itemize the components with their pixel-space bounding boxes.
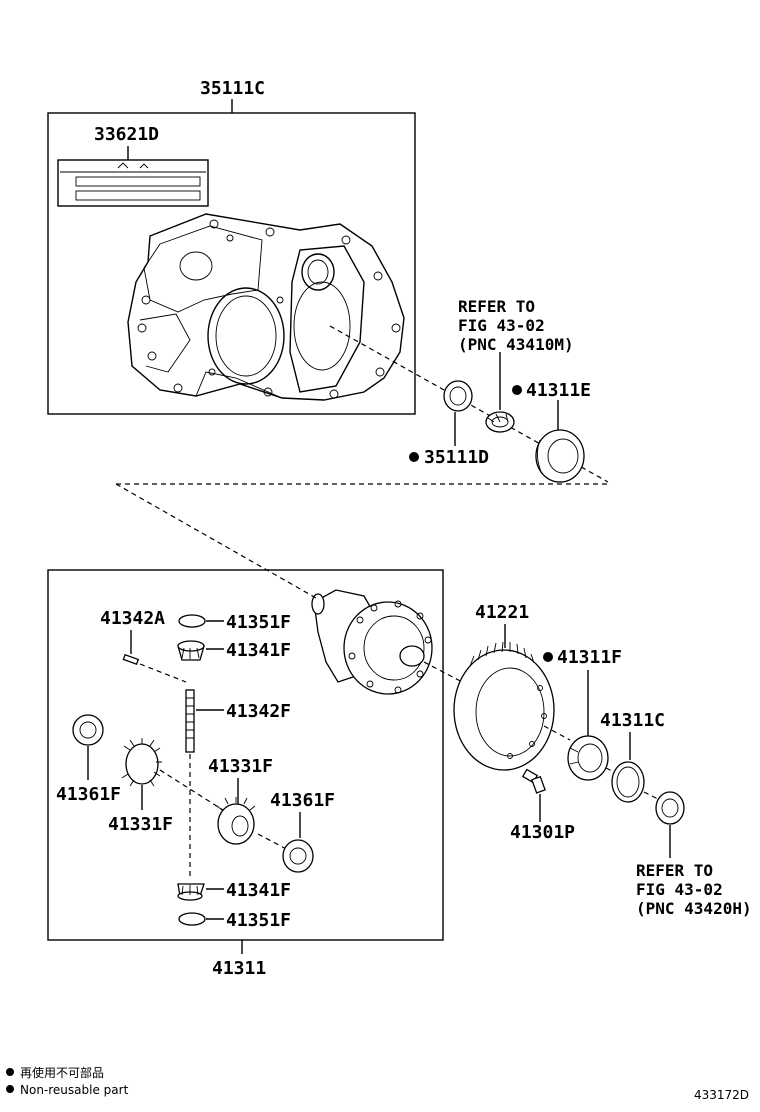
ref-upper-line1: REFER TO xyxy=(458,297,535,316)
label-ring-gear[interactable]: 41221 xyxy=(475,602,529,623)
label-washer-top[interactable]: 41351F xyxy=(226,612,291,633)
label-thrust-washer-right[interactable]: 41361F xyxy=(270,790,335,811)
legend-line1: 再使用不可部品 xyxy=(20,1065,104,1080)
pin-41342A xyxy=(122,653,140,666)
non-reusable-mark-35111D xyxy=(409,452,419,462)
label-pin[interactable]: 41342A xyxy=(100,608,165,629)
label-bolt[interactable]: 41301P xyxy=(510,822,575,843)
seal-ref-lower xyxy=(655,791,685,825)
label-washer-bottom[interactable]: 41351F xyxy=(226,910,291,931)
label-case[interactable]: 35111C xyxy=(200,78,265,99)
pinion-bottom-41341F xyxy=(177,883,205,901)
case-frame xyxy=(47,112,416,415)
differential-case xyxy=(311,589,433,695)
bearing-ref-upper xyxy=(485,411,515,433)
differential-frame xyxy=(47,569,444,941)
label-side-gear-right[interactable]: 41331F xyxy=(208,756,273,777)
ring-gear-41221 xyxy=(453,641,555,771)
label-plate[interactable]: 33621D xyxy=(94,124,159,145)
label-diff-assy[interactable]: 41311 xyxy=(212,958,266,979)
transaxle-case-drawing xyxy=(127,213,405,401)
legend-bullet-1 xyxy=(6,1068,14,1076)
label-bearing-upper[interactable]: 41311E xyxy=(526,380,591,401)
label-pinion-top[interactable]: 41341F xyxy=(226,640,291,661)
bearing-41311F xyxy=(567,735,609,781)
thrust-washer-left-41361F xyxy=(72,714,104,746)
thrust-washer-right-41361F xyxy=(282,839,314,873)
ref-upper-line2: FIG 43-02 xyxy=(458,316,545,335)
caution-plate xyxy=(57,159,209,207)
label-oil-seal[interactable]: 35111D xyxy=(424,447,489,468)
washer-bottom-41351F xyxy=(178,912,206,926)
side-gear-left-41331F xyxy=(121,738,162,787)
label-bearing-lower[interactable]: 41311F xyxy=(557,647,622,668)
bolt-41301P xyxy=(521,768,546,794)
legend-bullet-2 xyxy=(6,1085,14,1093)
ref-lower-line1: REFER TO xyxy=(636,861,713,880)
figure-id: 433172D xyxy=(694,1088,749,1102)
non-reusable-mark-41311E xyxy=(512,385,522,395)
label-pinion-bottom[interactable]: 41341F xyxy=(226,880,291,901)
label-shim[interactable]: 41311C xyxy=(600,710,665,731)
oil-seal-35111D xyxy=(443,380,473,412)
side-gear-right-41331F xyxy=(216,797,256,845)
label-thrust-washer-left[interactable]: 41361F xyxy=(56,784,121,805)
label-side-gear-left[interactable]: 41331F xyxy=(108,814,173,835)
bearing-cup-41311E xyxy=(535,429,585,483)
shim-41311C xyxy=(611,761,645,803)
legend-line2: Non-reusable part xyxy=(20,1083,129,1097)
non-reusable-mark-41311F xyxy=(543,652,553,662)
ref-lower-line2: FIG 43-02 xyxy=(636,880,723,899)
pinion-top-41341F xyxy=(177,640,205,661)
washer-top-41351F xyxy=(178,614,206,628)
label-shaft[interactable]: 41342F xyxy=(226,701,291,722)
ref-lower-line3: (PNC 43420H) xyxy=(636,899,752,918)
shaft-41342F xyxy=(185,689,195,753)
ref-upper-line3: (PNC 43410M) xyxy=(458,335,574,354)
